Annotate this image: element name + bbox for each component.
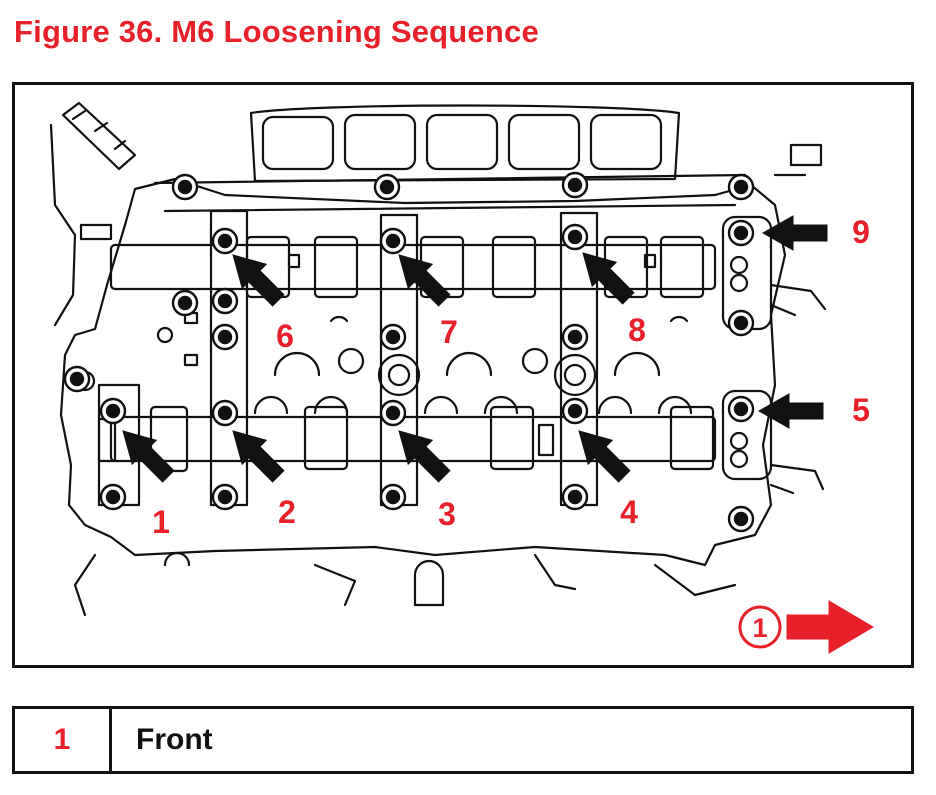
legend-description-cell: Front [136,723,213,756]
bolt-head [211,323,239,351]
bolt-head [379,399,407,427]
sequence-label-1: 1 [152,504,170,540]
bolt-head [727,395,755,423]
figure-title: Figure 36. M6 Loosening Sequence [14,14,539,49]
engine-head-diagram: 1 2 3 4 5 6 7 8 9 1 [49,101,874,654]
front-callout-circle [738,605,782,649]
bolt-head [211,399,239,427]
sequence-label-9: 9 [852,214,870,250]
bolt-head [99,397,127,425]
bolt-head [561,397,589,425]
bolt-head [379,483,407,511]
sequence-arrow-1-icon [122,430,175,483]
sequence-arrow-2-icon [232,430,285,483]
sequence-label-4: 4 [620,494,638,530]
sequence-label-5: 5 [852,392,870,428]
bolt-head [211,483,239,511]
bolt-head [379,227,407,255]
front-indicator: 1 [738,600,874,654]
sequence-arrow-6-icon [232,254,285,307]
bolt-head [171,173,199,201]
front-direction-arrow-icon [786,600,874,654]
bolt-head [561,483,589,511]
bolt-head [727,309,755,337]
legend-table: 1 Front [12,706,914,774]
sequence-label-3: 3 [438,496,456,532]
sequence-label-8: 8 [628,312,646,348]
bolt-head [211,287,239,315]
bolt-head [373,173,401,201]
bolt-head [561,323,589,351]
bolt-head [561,171,589,199]
figure-frame: 1 2 3 4 5 6 7 8 9 1 [12,82,914,668]
bolt-head [99,483,127,511]
sequence-label-2: 2 [278,494,296,530]
sequence-arrow-5-icon [757,393,824,429]
bolt-head [171,289,199,317]
sequence-arrow-3-icon [398,430,451,483]
bolt-head [561,223,589,251]
bolt-head [63,365,91,393]
sequence-arrow-9-icon [761,215,828,251]
bolt-head [727,219,755,247]
legend-key-cell: 1 [15,709,112,771]
sequence-label-7: 7 [440,314,458,350]
sequence-arrow-7-icon [398,254,451,307]
bolt-head [211,227,239,255]
sequence-arrow-8-icon [582,252,635,305]
bolt-head [727,505,755,533]
front-callout-number: 1 [752,613,767,643]
bolt-head [379,323,407,351]
sequence-label-6: 6 [276,318,294,354]
sequence-arrow-4-icon [578,430,631,483]
bolt-head [727,173,755,201]
